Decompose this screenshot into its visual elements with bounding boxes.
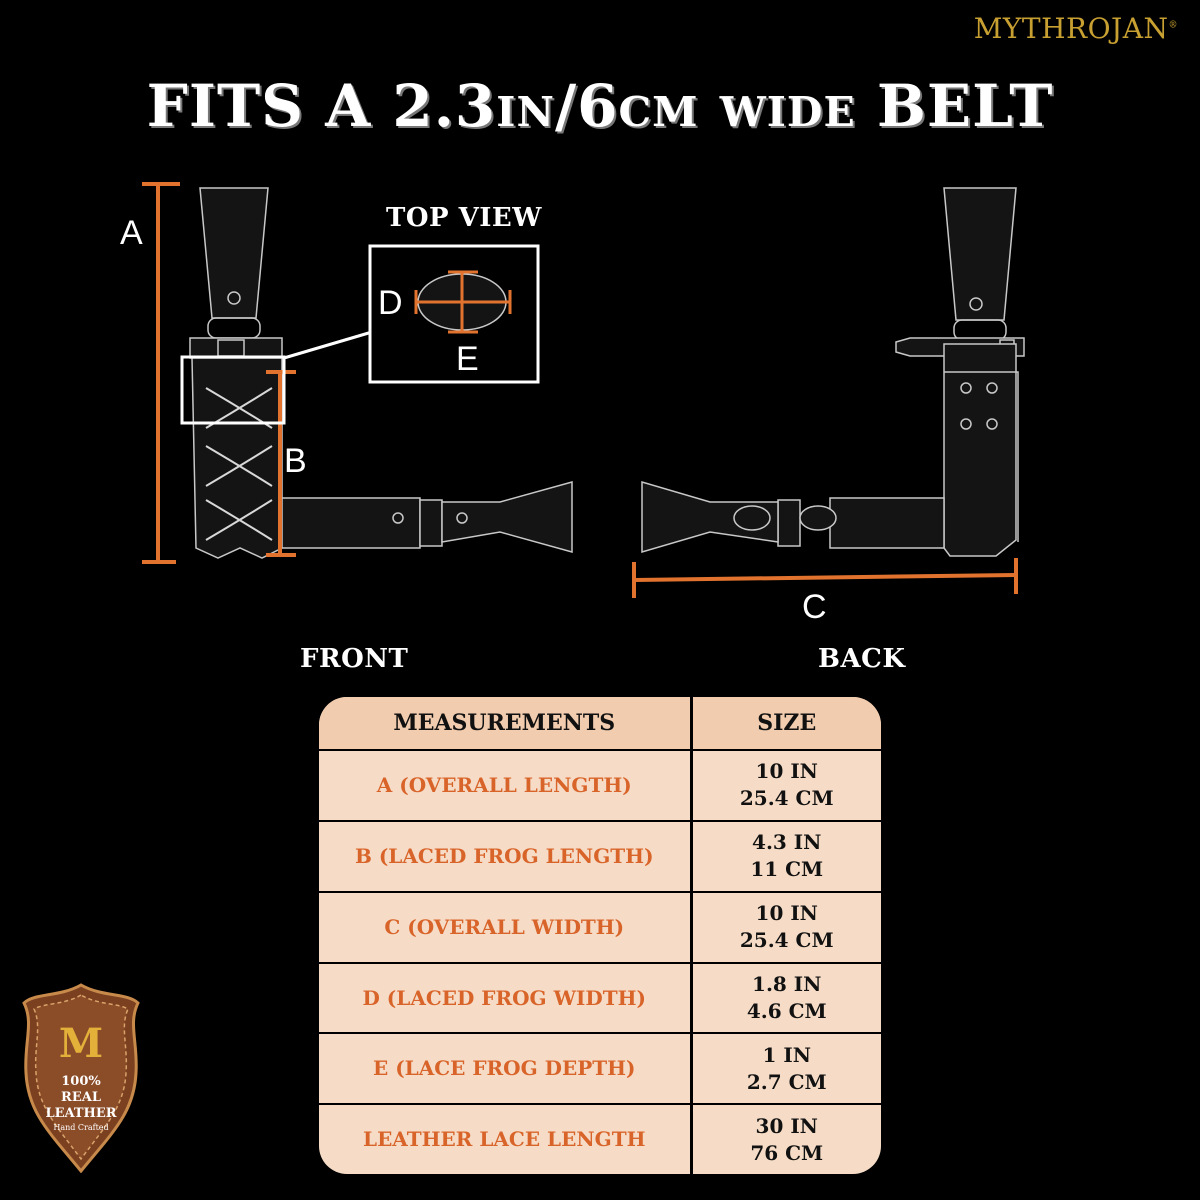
size-in: 1.8 IN xyxy=(752,972,822,996)
front-buckle xyxy=(217,339,245,357)
size-in: 1 IN xyxy=(762,1042,811,1067)
badge-line4: Hand Crafted xyxy=(53,1123,109,1132)
size-cm: 4.6 CM xyxy=(746,999,827,1023)
front-ring xyxy=(207,317,261,339)
back-horizontal-strap xyxy=(829,497,945,549)
back-frog-body xyxy=(943,343,1017,557)
measurements-table: MEASUREMENTS SIZE A (OVERALL LENGTH) 10 … xyxy=(319,697,881,1174)
front-keeper xyxy=(419,499,443,547)
measure-a-line xyxy=(142,182,180,564)
size-cm: 11 CM xyxy=(750,857,824,882)
badge-monogram: M xyxy=(58,1020,104,1067)
front-label: FRONT xyxy=(300,644,409,674)
size-in: 10 IN xyxy=(755,901,818,926)
top-view-highlight xyxy=(180,355,286,425)
size-in: 4.3 IN xyxy=(752,830,822,855)
measure-cell: LEATHER LACE LENGTH xyxy=(319,1103,693,1174)
measure-cell: E (LACE FROG DEPTH) xyxy=(319,1032,693,1105)
back-strap-end xyxy=(641,480,779,554)
measure-c-line xyxy=(632,558,1018,598)
measure-cell: D (LACED FROG WIDTH) xyxy=(319,961,693,1034)
measure-cell: C (OVERALL WIDTH) xyxy=(319,890,693,963)
back-label: BACK xyxy=(818,644,906,674)
measure-d-e-lines xyxy=(414,270,512,334)
brand-logo: MYTHROJAN® xyxy=(974,12,1178,45)
size-cm: 76 CM xyxy=(750,1140,824,1165)
size-cm: 25.4 CM xyxy=(739,928,834,953)
front-handle-strap xyxy=(199,187,269,319)
holder-diagram xyxy=(142,182,1025,598)
measure-cell: A (OVERALL LENGTH) xyxy=(319,749,693,821)
table-header-row: MEASUREMENTS SIZE xyxy=(319,697,881,751)
top-view-connector xyxy=(283,330,373,360)
header-size: SIZE xyxy=(691,697,881,751)
front-strap-rivet xyxy=(456,512,468,524)
front-rivet xyxy=(227,291,241,305)
header-measurements: MEASUREMENTS xyxy=(319,697,693,751)
back-handle-strap xyxy=(943,187,1017,321)
badge-line2: REAL xyxy=(61,1090,101,1105)
size-in: 30 IN xyxy=(755,1113,818,1138)
size-cm: 2.7 CM xyxy=(746,1069,827,1094)
letter-d: D xyxy=(378,284,403,322)
size-cell: 1.8 IN 4.6 CM xyxy=(691,961,881,1034)
badge-line3: LEATHER xyxy=(45,1106,117,1121)
size-in: 10 IN xyxy=(755,759,818,784)
letter-c: C xyxy=(802,588,827,626)
top-view-label: TOP VIEW xyxy=(386,203,542,233)
table-row: D (LACED FROG WIDTH) 1.8 IN 4.6 CM xyxy=(319,961,881,1034)
registered-mark: ® xyxy=(1168,20,1178,31)
size-cm: 25.4 CM xyxy=(739,786,834,811)
measure-cell: B (LACED FROG LENGTH) xyxy=(319,819,693,892)
page-title: FITS A 2.3in/6cm wide BELT xyxy=(146,72,1054,140)
front-strap-rivet xyxy=(392,512,404,524)
letter-b: B xyxy=(284,442,307,480)
front-frog-body xyxy=(191,357,283,559)
badge-line1: 100% xyxy=(61,1074,101,1089)
measure-b-line xyxy=(266,370,296,557)
back-view xyxy=(641,187,1025,557)
letter-a: A xyxy=(120,214,143,252)
front-strap-end xyxy=(441,481,573,553)
leather-badge xyxy=(22,983,140,1173)
back-ring xyxy=(953,319,1007,341)
letter-e: E xyxy=(456,340,479,378)
brand-name: MYTHROJAN xyxy=(973,12,1169,45)
back-keeper xyxy=(777,499,801,547)
